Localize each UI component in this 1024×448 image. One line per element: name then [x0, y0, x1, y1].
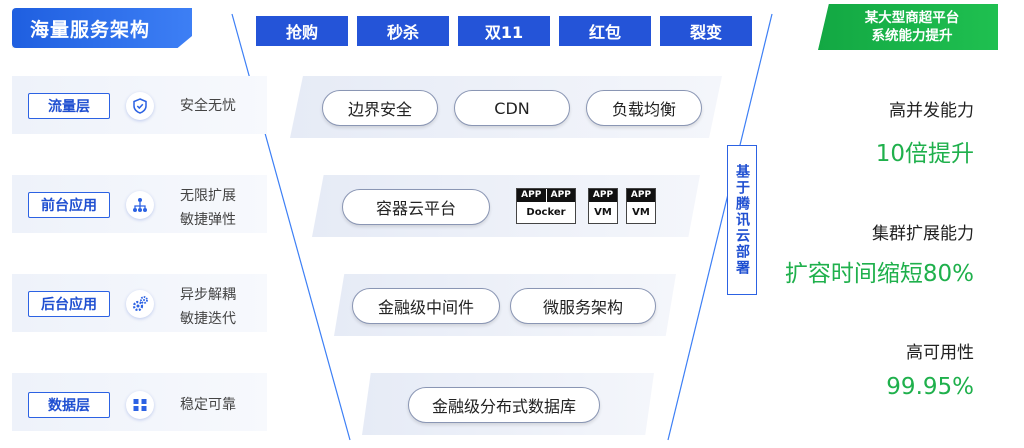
- database-icon: [126, 391, 154, 419]
- app-box-vm-1: APP VM: [588, 188, 618, 224]
- page-title: 海量服务架构: [12, 8, 192, 48]
- metric-label-concurrency: 高并发能力: [889, 101, 974, 121]
- pill-financial-middleware: 金融级中间件: [352, 288, 500, 324]
- scenario-tag-flash-sale: 秒杀: [357, 16, 449, 46]
- layer-desc-backend: 异步解耦敏捷迭代: [180, 287, 236, 327]
- scenario-tag-fission: 裂变: [660, 16, 752, 46]
- shield-icon: [126, 92, 154, 120]
- metric-value-concurrency: 10倍提升: [875, 141, 974, 167]
- app-box-vm-2: APP VM: [626, 188, 656, 224]
- layer-label-data: 数据层: [28, 392, 110, 418]
- metric-label-scaling: 集群扩展能力: [872, 224, 974, 244]
- layer-desc-data: 稳定可靠: [180, 397, 236, 413]
- pill-load-balancing: 负载均衡: [586, 90, 702, 126]
- metric-label-availability: 高可用性: [906, 343, 974, 363]
- gears-icon: [126, 290, 154, 318]
- scenario-tag-double-11: 双11: [458, 16, 550, 46]
- pill-edge-security: 边界安全: [322, 90, 438, 126]
- scenario-tag-red-packet: 红包: [559, 16, 651, 46]
- layer-label-traffic: 流量层: [28, 93, 110, 119]
- case-banner: 某大型商超平台 系统能力提升: [818, 4, 998, 50]
- scenario-tag-rush-buy: 抢购: [256, 16, 348, 46]
- metric-value-scaling: 扩容时间缩短80%: [784, 261, 974, 287]
- layer-label-backend: 后台应用: [28, 291, 110, 317]
- layer-desc-traffic: 安全无忧: [180, 98, 236, 114]
- layer-desc-frontend: 无限扩展敏捷弹性: [180, 188, 236, 228]
- deployment-label: 基于腾讯云部署: [727, 145, 757, 295]
- org-chart-icon: [126, 191, 154, 219]
- pill-microservices: 微服务架构: [510, 288, 656, 324]
- pill-cdn: CDN: [454, 90, 570, 126]
- metric-value-availability: 99.95%: [886, 374, 974, 400]
- pill-container-cloud: 容器云平台: [342, 189, 490, 225]
- pill-distributed-database: 金融级分布式数据库: [408, 387, 600, 423]
- layer-label-frontend: 前台应用: [28, 192, 110, 218]
